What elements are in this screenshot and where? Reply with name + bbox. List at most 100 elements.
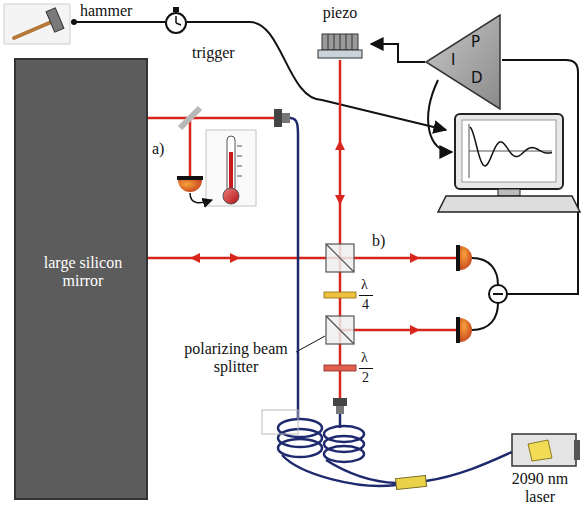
fiber-isolator	[396, 475, 427, 489]
controller-letter: P	[471, 34, 480, 51]
photodetector-part	[456, 245, 460, 271]
laser-icon-part	[574, 440, 580, 460]
beam-arrows-part	[335, 195, 345, 205]
hammer-icon	[4, 4, 77, 44]
part-label: hammer	[80, 2, 132, 20]
thermometer-icon-part	[223, 188, 239, 204]
beam-arrows-part	[410, 253, 420, 263]
laser-icon	[512, 434, 580, 466]
photodetector-part	[456, 317, 460, 343]
piezo-actuator-part	[328, 34, 329, 50]
pid-triangle	[425, 14, 501, 110]
wave-plate	[324, 292, 373, 371]
thermometer-icon-part	[206, 130, 256, 206]
stopwatch-icon-part	[173, 7, 179, 12]
leader-line-part	[296, 336, 325, 352]
fiber-coupler	[333, 398, 347, 414]
hammer-icon-part	[46, 8, 64, 32]
pid-triangle-outline	[426, 15, 500, 109]
signal-wires-part	[472, 258, 498, 285]
piezo-actuator-part	[334, 34, 335, 50]
thermometer-icon-part	[237, 166, 242, 167]
laser-source: 2090 nm laser	[498, 428, 585, 508]
leader-line	[296, 336, 325, 352]
signal-wires-part	[428, 80, 452, 152]
callout-letter: a)	[152, 140, 164, 158]
laser-icon-part	[528, 440, 552, 461]
signal-connector	[371, 44, 425, 62]
fiber-coupler-part	[333, 398, 347, 406]
thermometer-icon-part	[229, 152, 233, 192]
fiber-box-outline	[262, 410, 298, 434]
piezo-actuator-part	[352, 34, 353, 50]
laser-beams-part	[189, 118, 192, 176]
photodetector-part	[460, 246, 472, 270]
wave-plate-part	[324, 365, 356, 371]
fiber-coupler-part	[336, 406, 344, 414]
piezo-actuator	[318, 34, 362, 58]
node-label: large silicon mirror	[38, 254, 128, 289]
thermometer-icon-part	[237, 146, 242, 147]
fiber-box-outline-part	[262, 410, 298, 434]
piezo-actuator-part	[346, 34, 347, 50]
pickoff-mirror	[180, 108, 200, 128]
photodetector-part	[177, 176, 203, 180]
beam-splitter-part	[326, 316, 354, 344]
laser-beams-part	[148, 117, 274, 120]
computer-icon-part	[438, 196, 580, 212]
readout-arrow-part	[190, 193, 212, 203]
waveplate-symbol: λ	[361, 350, 368, 365]
beam-splitter-part	[326, 316, 354, 344]
hammer-icon-part	[14, 20, 56, 38]
laser-beams-part	[339, 60, 342, 398]
piezo-unit: piezo	[312, 2, 371, 66]
piezo-actuator-part	[340, 34, 341, 50]
thermometer-icon-part	[237, 156, 242, 157]
signal-wires-part	[472, 303, 498, 330]
computer-icon-part	[498, 189, 520, 196]
subtractor-symbol-part	[489, 285, 507, 303]
trigger-wire-part	[74, 21, 165, 23]
pid-controller: PID	[425, 14, 501, 110]
computer-icon-part	[455, 114, 563, 189]
optical-fiber-part	[326, 460, 396, 483]
photodetector-part	[178, 180, 202, 192]
optical-fiber	[278, 118, 512, 486]
controller-letter: I	[451, 52, 455, 69]
stopwatch-icon-part	[166, 13, 186, 33]
piezo-actuator-part	[318, 50, 362, 58]
fiber-coupler-part	[282, 113, 290, 123]
signal-wires	[428, 60, 578, 330]
optical-fiber-part	[324, 446, 364, 462]
waveplate-symbol: λ	[361, 277, 368, 292]
beam-arrows-part	[230, 253, 240, 263]
trigger-wire-part	[187, 22, 446, 130]
readout-arrow	[190, 193, 212, 203]
beam-splitter-part	[326, 244, 354, 272]
stopwatch-icon	[166, 7, 186, 33]
node-label: 2090 nm laser	[498, 470, 582, 505]
thermometer-icon-part	[227, 136, 235, 192]
thermometer-icon-part	[237, 176, 242, 177]
computer-icon-part	[462, 120, 556, 182]
optical-fiber-part	[282, 455, 396, 486]
subtractor-symbol-part	[493, 293, 503, 295]
wave-plate-part	[324, 292, 356, 298]
fiber-coupler	[274, 109, 290, 127]
silicon-mirror: large silicon mirror	[14, 58, 148, 500]
thermometer-icon	[206, 130, 256, 206]
fiber-isolator-part	[396, 475, 427, 489]
laser-beams-part	[340, 329, 456, 332]
beam-arrows-part	[335, 140, 345, 150]
pickoff-mirror-part	[180, 108, 200, 128]
signal-label: trigger	[192, 44, 235, 62]
beam-splitter-part	[326, 244, 354, 272]
optical-fiber-part	[278, 439, 322, 457]
wave-plate-part	[359, 368, 373, 369]
callout-letter: b)	[372, 232, 385, 250]
node-label: piezo	[312, 4, 368, 22]
optical-fiber-part	[426, 452, 512, 481]
photodetector	[177, 176, 203, 192]
waveplate-symbol: 4	[362, 297, 369, 312]
piezo-actuator-part	[322, 34, 358, 50]
